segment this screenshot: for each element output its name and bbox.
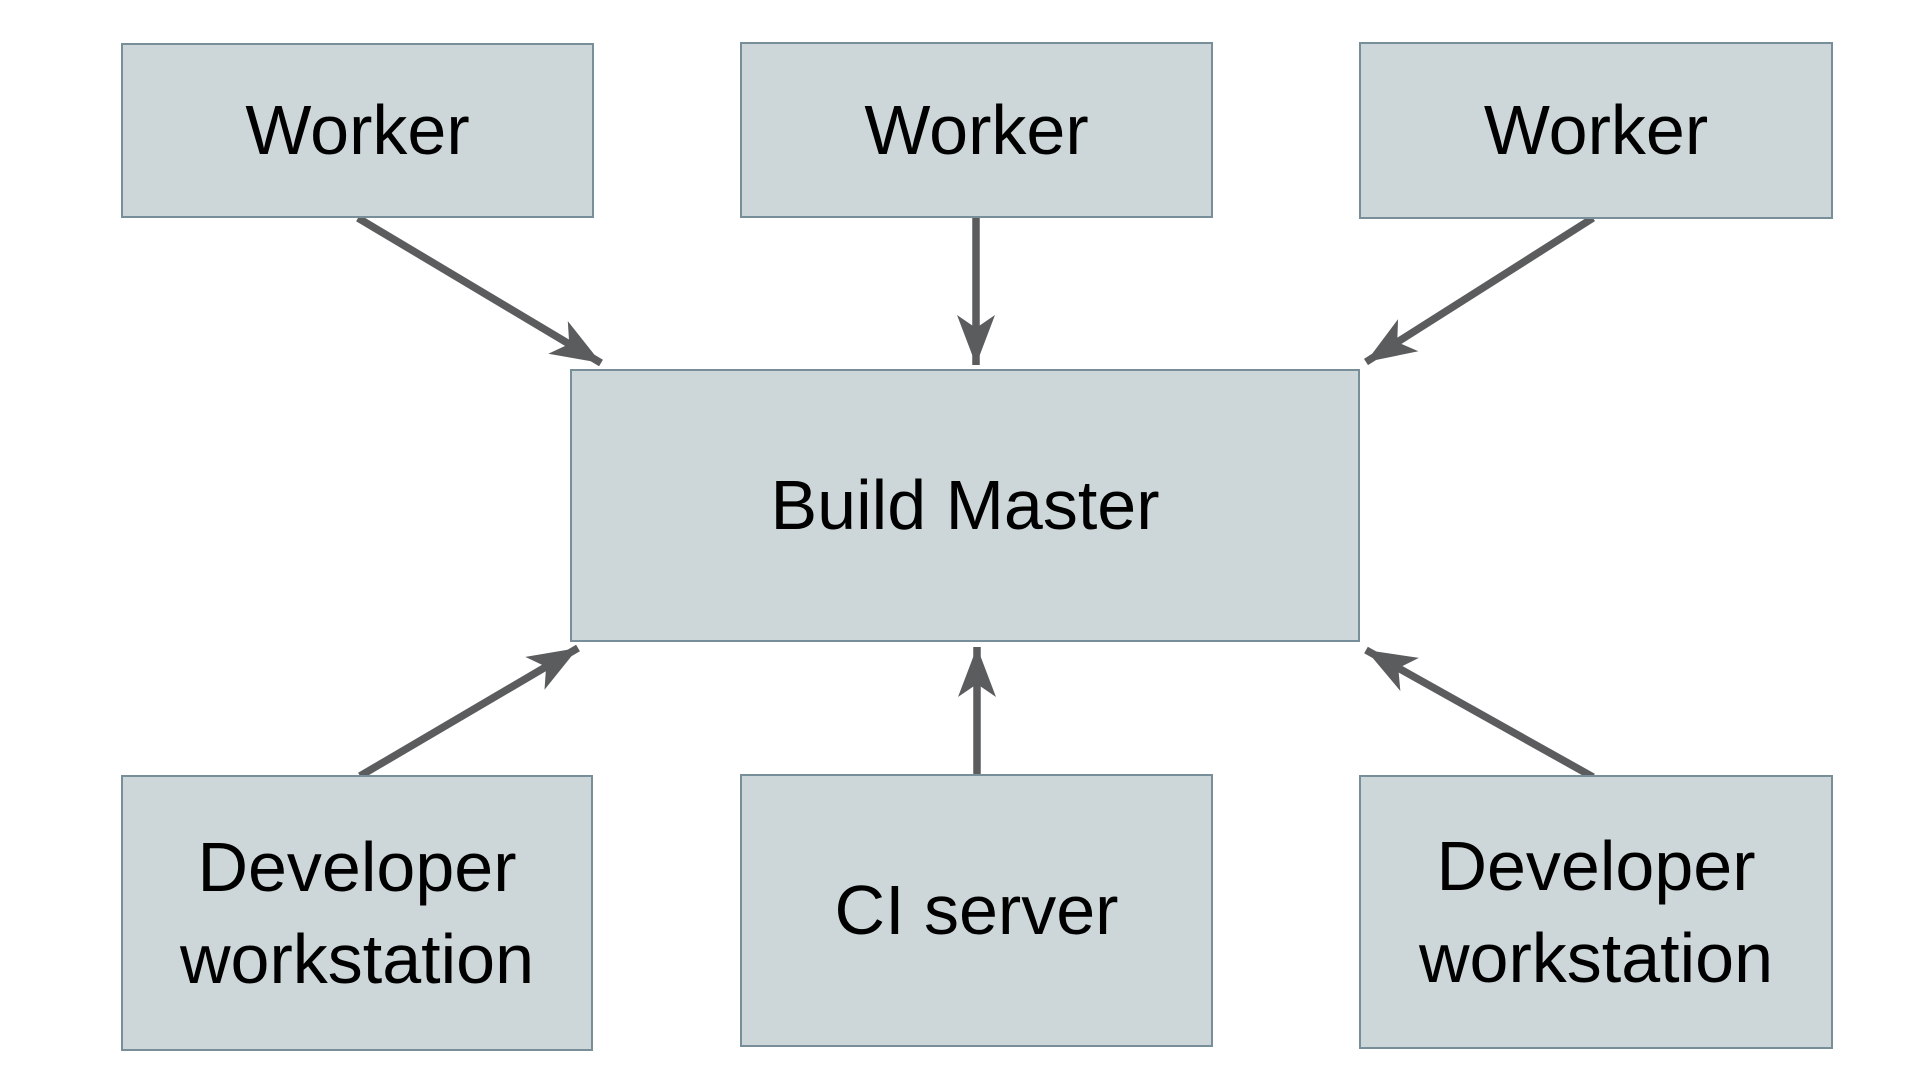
node-developer-workstation-right-label-line1: Developer — [1436, 826, 1756, 905]
arrow-dev-ws-left-to-build-master — [358, 644, 580, 780]
node-worker-1-label: Worker — [245, 91, 470, 170]
arrow-dev-ws-right-to-build-master — [1364, 646, 1595, 781]
arrow-worker-1-to-build-master — [356, 214, 603, 367]
node-worker-3: Worker — [1359, 42, 1833, 219]
node-ci-server-label: CI server — [834, 871, 1119, 950]
arrow-worker-3-to-build-master — [1363, 214, 1596, 366]
node-worker-2: Worker — [740, 42, 1213, 218]
node-build-master-label: Build Master — [770, 466, 1160, 545]
node-worker-2-label: Worker — [864, 90, 1089, 169]
node-developer-workstation-right: Developer workstation — [1359, 775, 1833, 1049]
node-developer-workstation-left: Developer workstation — [121, 775, 593, 1051]
node-developer-workstation-left-label-line1: Developer — [197, 827, 517, 906]
node-worker-3-label: Worker — [1483, 91, 1709, 170]
node-developer-workstation-right-label-line2: workstation — [1418, 919, 1774, 997]
node-worker-1: Worker — [121, 43, 594, 218]
node-ci-server: CI server — [740, 774, 1213, 1047]
node-build-master: Build Master — [570, 369, 1360, 642]
node-developer-workstation-left-label-line2: workstation — [179, 920, 535, 998]
